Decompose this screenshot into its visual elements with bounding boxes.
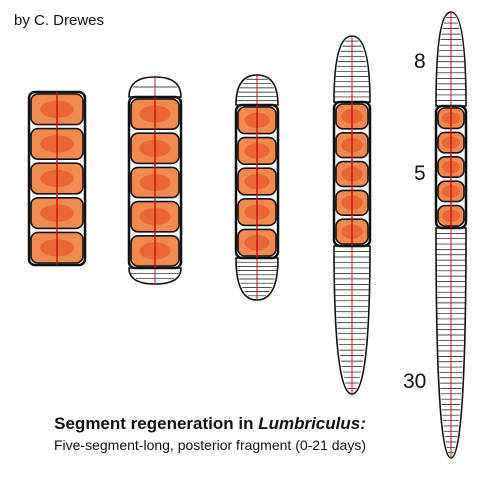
title-prefix: Segment regeneration in — [54, 414, 259, 433]
title-species: Lumbriculus: — [258, 414, 366, 433]
segment-marker-30: 30 — [403, 370, 427, 393]
figure-subtitle: Five-segment-long, posterior fragment (0… — [53, 437, 367, 453]
segment-marker-5: 5 — [414, 162, 426, 185]
figure-title: Segment regeneration in Lumbriculus: — [0, 414, 420, 434]
segment-marker-8: 8 — [414, 50, 426, 73]
author-credit: by C. Drewes — [14, 12, 105, 29]
